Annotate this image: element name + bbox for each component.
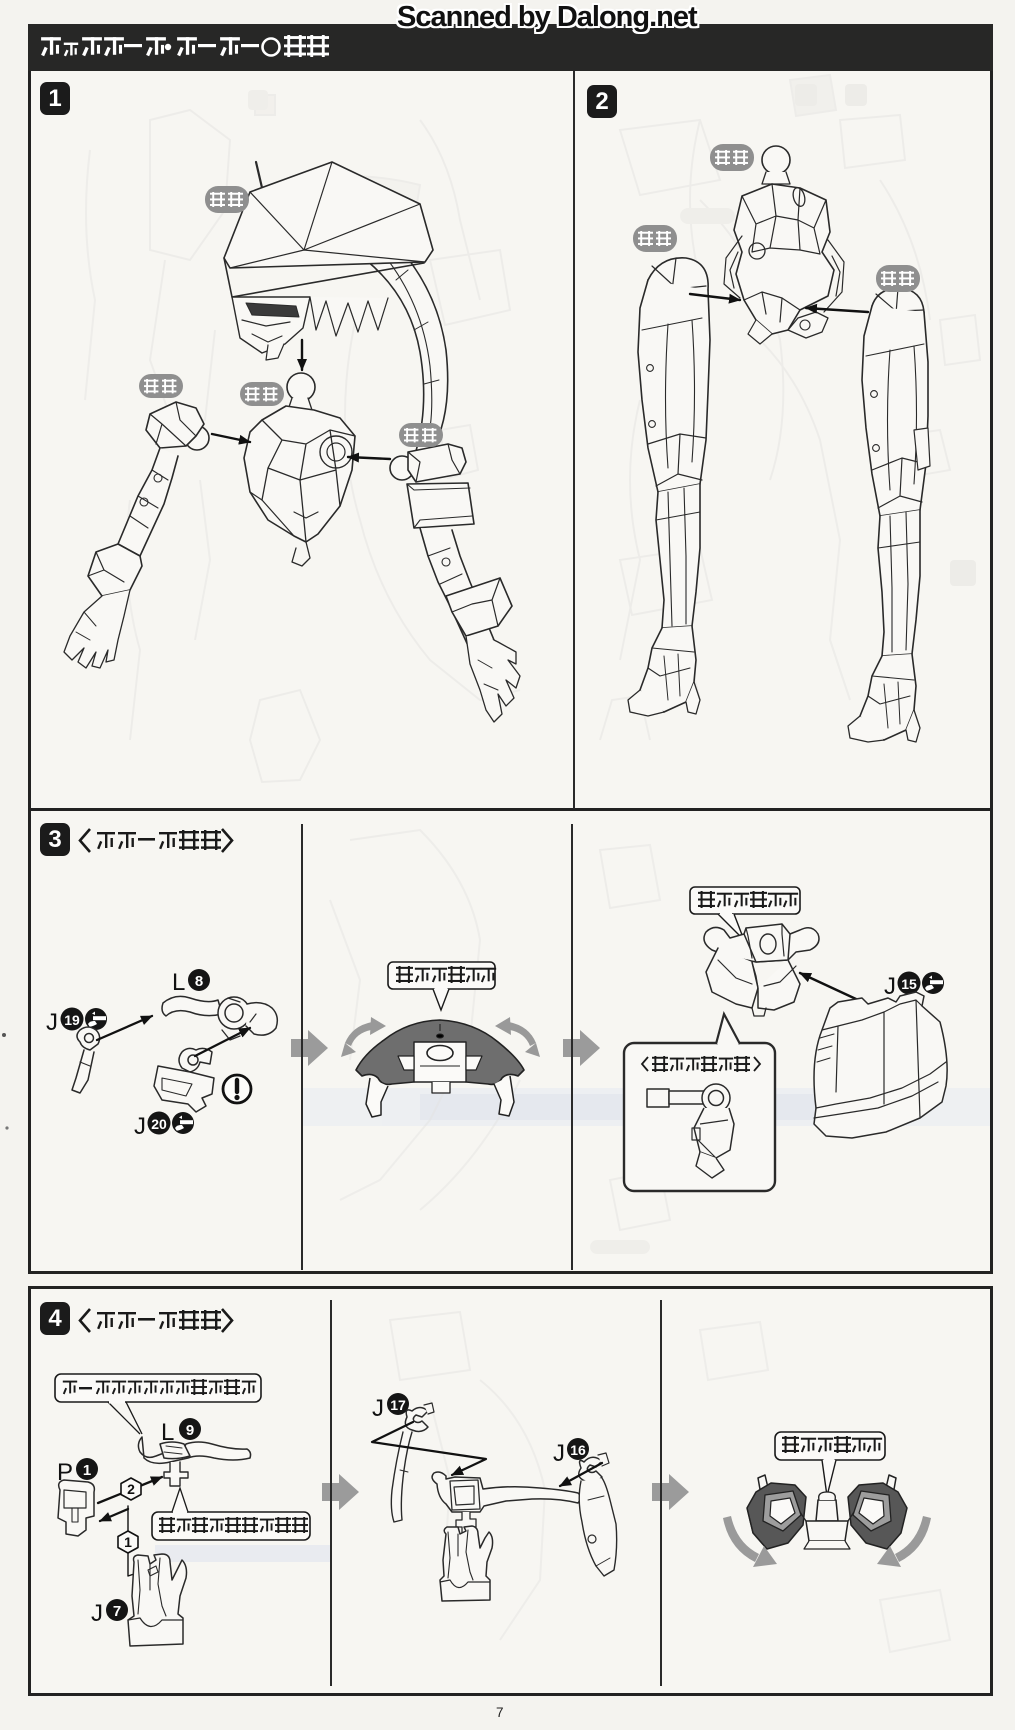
svg-text:J: J bbox=[553, 1440, 565, 1467]
svg-text:17: 17 bbox=[390, 1397, 406, 1413]
svg-text:2: 2 bbox=[127, 1481, 135, 1497]
svg-text:J: J bbox=[134, 1113, 146, 1140]
svg-text:20: 20 bbox=[151, 1116, 167, 1132]
svg-text:L: L bbox=[161, 1419, 174, 1446]
svg-text:J: J bbox=[91, 1600, 103, 1627]
svg-text:19: 19 bbox=[64, 1012, 80, 1028]
svg-text:16: 16 bbox=[570, 1442, 586, 1458]
svg-text:1: 1 bbox=[124, 1534, 132, 1550]
svg-text:1: 1 bbox=[83, 1462, 91, 1479]
svg-text:9: 9 bbox=[186, 1422, 194, 1439]
svg-text:L: L bbox=[172, 969, 185, 996]
svg-text:8: 8 bbox=[195, 973, 203, 990]
svg-text:15: 15 bbox=[901, 976, 917, 992]
svg-text:J: J bbox=[884, 973, 896, 1000]
svg-text:7: 7 bbox=[113, 1603, 121, 1620]
svg-text:P: P bbox=[57, 1459, 73, 1486]
svg-text:J: J bbox=[372, 1395, 384, 1422]
svg-text:J: J bbox=[46, 1009, 58, 1036]
